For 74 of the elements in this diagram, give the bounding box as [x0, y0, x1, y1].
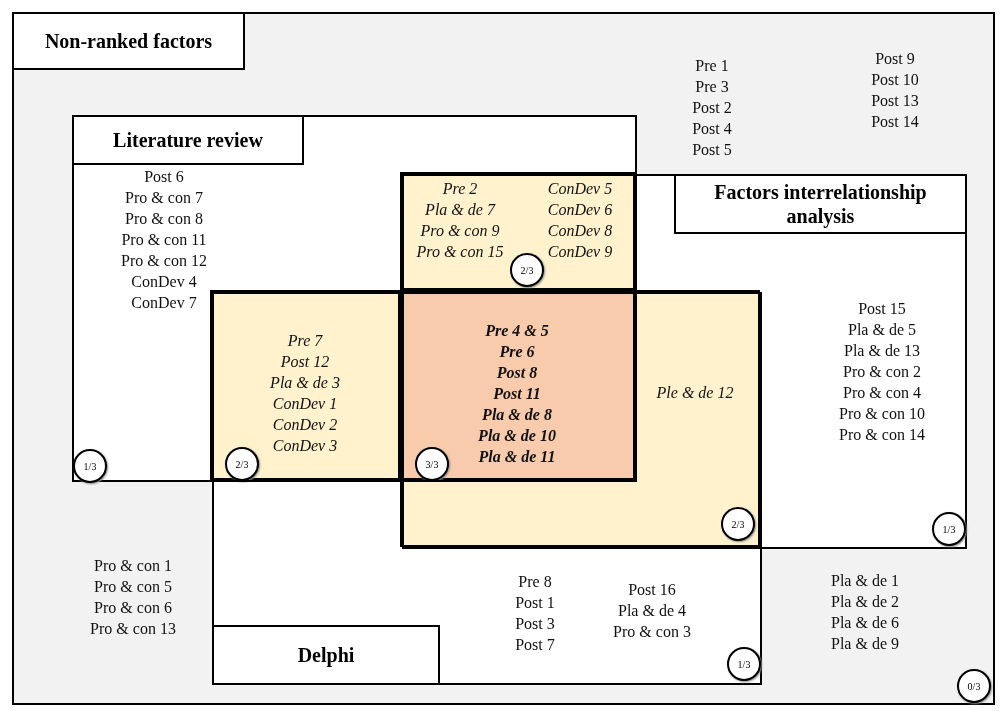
factor-label: Pla & de 7 [424, 200, 497, 220]
factor-label: Post 2 [691, 98, 733, 118]
factor-label: Pla & de 1 [830, 571, 900, 591]
factor-label: ConDev 4 [130, 272, 198, 292]
factor-label: Post 15 [857, 299, 907, 319]
factor-label: Pro & con 10 [838, 404, 926, 424]
factor-label: Post 12 [279, 352, 331, 372]
factor-label: ConDev 2 [271, 415, 339, 435]
factor-label: ConDev 3 [271, 436, 339, 456]
overlap-region [400, 172, 635, 290]
factor-label: Post 16 [627, 580, 677, 600]
factor-label: Post 8 [495, 363, 539, 383]
factor-label: ConDev 6 [546, 200, 614, 220]
factor-label: Pla & de 6 [830, 613, 900, 633]
venn-set [212, 292, 762, 685]
factor-label: ConDev 5 [546, 179, 614, 199]
factor-label: Pro & con 15 [415, 242, 505, 262]
factor-label: Pro & con 9 [419, 221, 501, 241]
factor-label: Pre 1 [694, 56, 730, 76]
factor-label: Pla & de 8 [481, 405, 553, 425]
factor-label: Pre 2 [441, 179, 479, 199]
factor-label: Pre 4 & 5 [484, 321, 550, 341]
factor-label: Pla & de 10 [477, 426, 557, 446]
factor-label: ConDev 9 [546, 242, 614, 262]
factor-label: Post 3 [514, 614, 556, 634]
factor-label: Pro & con 13 [89, 619, 177, 639]
section-heading: Factors interrelationship analysis [674, 174, 967, 234]
factor-label: Post 4 [691, 119, 733, 139]
factor-label: Pro & con 7 [124, 188, 204, 208]
factor-label: Pre 3 [694, 77, 730, 97]
factor-label: Pla & de 13 [843, 341, 921, 361]
factor-label: Ple & de 12 [655, 383, 735, 403]
factor-label: Post 14 [870, 112, 920, 132]
factor-label: Pro & con 4 [842, 383, 922, 403]
overlap-region [400, 290, 635, 480]
factor-label: Post 10 [870, 70, 920, 90]
factor-label: Pro & con 5 [93, 577, 173, 597]
factor-label: Pro & con 12 [120, 251, 208, 271]
agreement-score: 2/3 [721, 507, 755, 541]
factor-label: Pro & con 2 [842, 362, 922, 382]
agreement-score: 0/3 [957, 669, 991, 703]
factor-label: Pla & de 5 [847, 320, 917, 340]
factor-label: Post 5 [691, 140, 733, 160]
overlap-region [400, 480, 635, 547]
agreement-score: 2/3 [510, 253, 544, 287]
agreement-score: 2/3 [225, 447, 259, 481]
factor-label: Pla & de 3 [269, 373, 341, 393]
factor-label: Post 11 [492, 384, 542, 404]
factor-label: Post 13 [870, 91, 920, 111]
factor-label: Post 7 [514, 635, 556, 655]
factor-label: ConDev 1 [271, 394, 339, 414]
factor-label: Pro & con 8 [124, 209, 204, 229]
factor-label: Pre 6 [498, 342, 536, 362]
section-heading: Non-ranked factors [12, 12, 245, 70]
factor-label: Pla & de 2 [830, 592, 900, 612]
factor-label: ConDev 7 [130, 293, 198, 313]
section-heading: Literature review [72, 115, 304, 165]
factor-label: Pro & con 1 [93, 556, 173, 576]
factor-label: Post 6 [143, 167, 185, 187]
factor-label: Pla & de 4 [617, 601, 687, 621]
factor-label: Pla & de 9 [830, 634, 900, 654]
factor-label: Pre 8 [517, 572, 553, 592]
factor-label: Pre 7 [286, 331, 324, 351]
factor-label: ConDev 8 [546, 221, 614, 241]
factor-label: Pro & con 6 [93, 598, 173, 618]
factor-label: Post 9 [874, 49, 916, 69]
factor-label: Post 1 [514, 593, 556, 613]
factor-label: Pro & con 14 [838, 425, 926, 445]
overlap-region [210, 290, 400, 480]
agreement-score: 3/3 [415, 447, 449, 481]
section-heading: Delphi [212, 625, 440, 685]
overlap-region [635, 290, 760, 547]
factor-label: Pro & con 11 [120, 230, 208, 250]
factor-label: Pro & con 3 [612, 622, 692, 642]
